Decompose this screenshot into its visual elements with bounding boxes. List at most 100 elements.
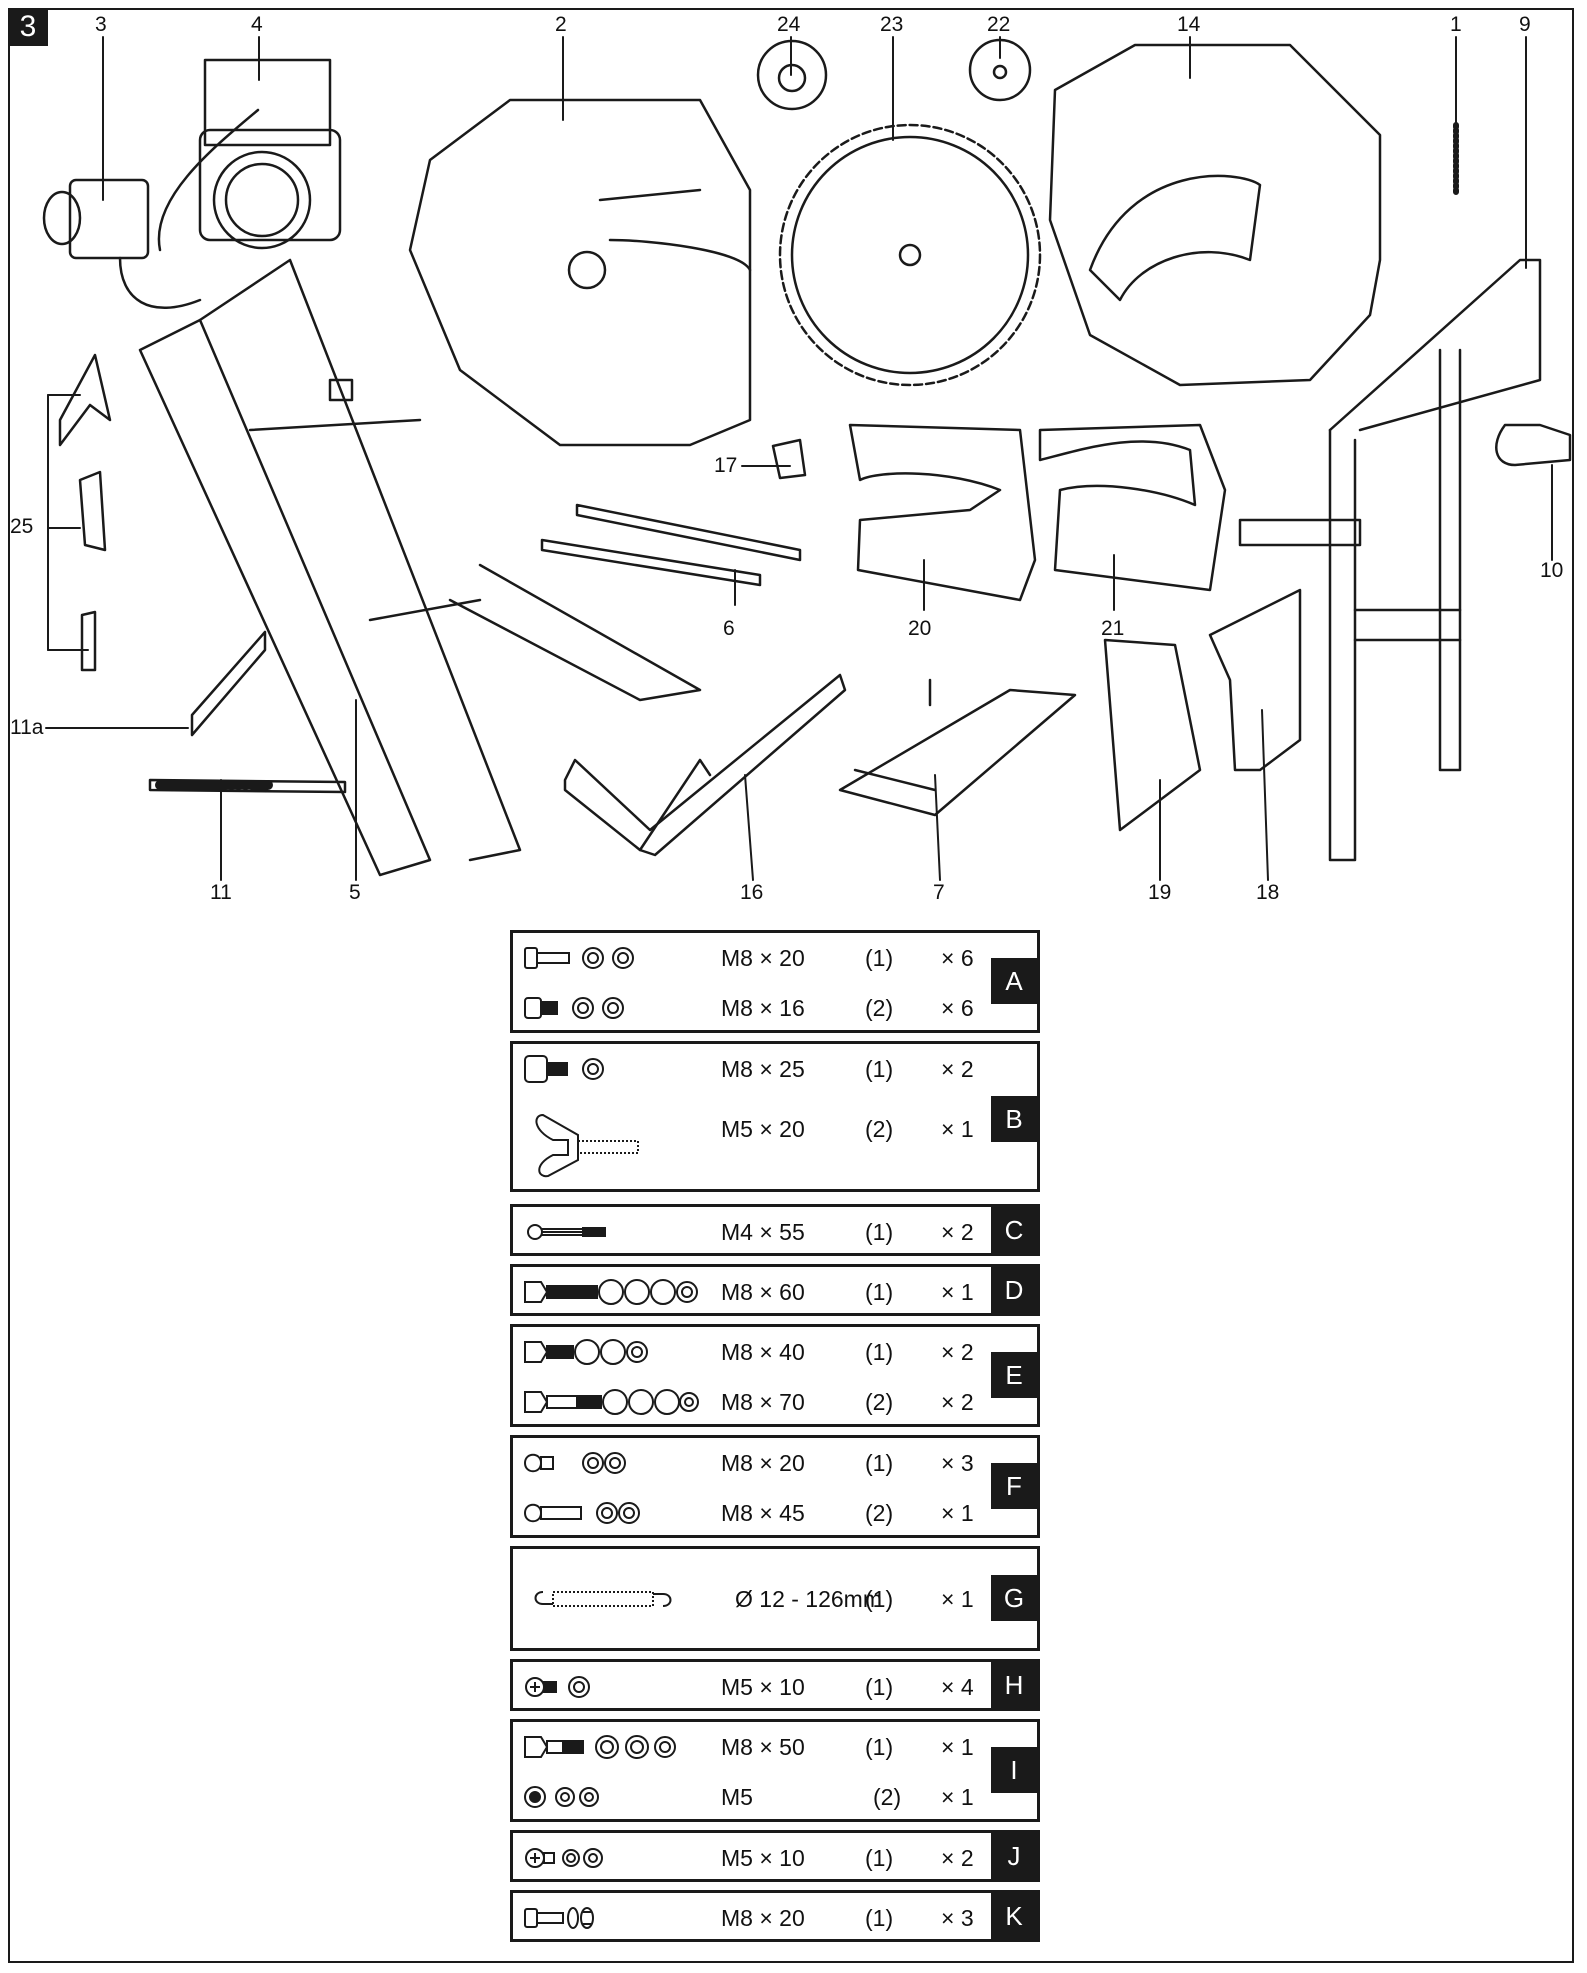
figure-frame — [8, 8, 1574, 1963]
support-part-16 — [563, 673, 847, 857]
pan-screw-washer-nut-icon — [523, 1452, 626, 1474]
hardware-size: M8 × 40 — [721, 1339, 805, 1365]
hardware-position: (2) — [865, 995, 894, 1021]
hardware-position: (1) — [865, 1450, 894, 1476]
carriage-part-7 — [838, 678, 1077, 817]
hardware-position: (2) — [873, 1784, 902, 1810]
hardware-group-k: M8 × 20 (1) × 3 K — [510, 1890, 1040, 1942]
hardware-quantity: × 2 — [941, 1339, 974, 1365]
hardware-size: M8 × 60 — [721, 1279, 805, 1305]
hardware-size: M8 × 45 — [721, 1500, 805, 1526]
cross-screw-washer-icon — [525, 1676, 590, 1698]
washer-part-22 — [968, 38, 1032, 102]
part-label: 25 — [10, 515, 34, 538]
guard-insert-part-20 — [848, 423, 1037, 602]
hardware-size: Ø 12 - 126mm — [735, 1586, 882, 1612]
bolt-washer-nut-icon — [524, 997, 624, 1019]
switch-part-3 — [42, 178, 202, 310]
hardware-group-c: M4 × 55 (1) × 2 C — [510, 1204, 1040, 1256]
brackets-part-25 — [58, 353, 112, 672]
hardware-quantity: × 3 — [941, 1450, 974, 1476]
hardware-size: M4 × 55 — [721, 1219, 805, 1245]
hardware-position: (1) — [865, 1279, 894, 1305]
hardware-group-a: M8 × 20 (1) × 6 M8 × 16 (2) × 6 A — [510, 930, 1040, 1033]
bolt-washer-nut-icon — [524, 947, 634, 969]
long-screw-icon — [527, 1224, 606, 1240]
hardware-position: (1) — [865, 1905, 894, 1931]
part-label: 11 — [210, 881, 232, 904]
leader-lines — [45, 36, 1553, 881]
part-label: 20 — [908, 617, 932, 640]
part-label: 1 — [1450, 13, 1462, 36]
hardware-position: (1) — [865, 1219, 894, 1245]
hardware-quantity: × 1 — [941, 1500, 974, 1526]
hex-bolt-washers-icon — [524, 1735, 676, 1759]
part-label: 19 — [1148, 881, 1172, 904]
hardware-size: M8 × 50 — [721, 1734, 805, 1760]
part-label: 5 — [349, 881, 361, 904]
cover-part-19 — [1103, 638, 1202, 832]
hardware-position: (1) — [865, 1586, 894, 1612]
hardware-quantity: × 1 — [941, 1734, 974, 1760]
hardware-key: F — [991, 1463, 1037, 1509]
hardware-size: M8 × 20 — [721, 945, 805, 971]
hardware-group-e: M8 × 40 (1) × 2 M8 × 70 (2) × 2 E — [510, 1324, 1040, 1427]
table-frame-part-9 — [1238, 258, 1542, 862]
saw-frame-part-5 — [138, 258, 702, 877]
figure-number: 3 — [8, 8, 48, 46]
hardware-quantity: × 2 — [941, 1389, 974, 1415]
hardware-group-b: M8 × 25 (1) × 2 M5 × 20 (2) × 1 B — [510, 1041, 1040, 1192]
hardware-size: M8 × 70 — [721, 1389, 805, 1415]
cross-screw-washers-icon — [525, 1848, 603, 1868]
part-label: 7 — [933, 881, 945, 904]
hardware-quantity: × 2 — [941, 1056, 974, 1082]
hardware-group-g: Ø 12 - 126mm (1) × 1 G — [510, 1546, 1040, 1651]
hardware-size: M5 × 10 — [721, 1845, 805, 1871]
hardware-quantity: × 6 — [941, 995, 974, 1021]
hardware-key: I — [991, 1747, 1037, 1793]
hardware-size: M8 × 25 — [721, 1056, 805, 1082]
hardware-position: (2) — [865, 1500, 894, 1526]
rod-spring-part-11 — [148, 778, 347, 794]
cover-part-18 — [1208, 588, 1302, 772]
hardware-group-j: M5 × 10 (1) × 2 J — [510, 1830, 1040, 1882]
hex-bolt-washers-icon — [524, 1339, 648, 1365]
exploded-parts-drawing — [42, 36, 1572, 881]
wing-screw-icon — [535, 1113, 639, 1178]
part-label: 24 — [777, 13, 801, 36]
hardware-position: (1) — [865, 1674, 894, 1700]
plate-part-11a — [190, 630, 267, 737]
part-label: 22 — [987, 13, 1011, 36]
hardware-quantity: × 4 — [941, 1674, 974, 1700]
hardware-key: B — [991, 1096, 1037, 1142]
hardware-group-f: M8 × 20 (1) × 3 M8 × 45 (2) × 1 F — [510, 1435, 1040, 1538]
clip-part-17 — [771, 438, 807, 480]
part-label: 14 — [1177, 13, 1201, 36]
hardware-group-h: M5 × 10 (1) × 4 H — [510, 1659, 1040, 1711]
hardware-position: (1) — [865, 1845, 894, 1871]
guard-insert-part-21 — [1038, 423, 1227, 592]
saw-blade-part-23 — [778, 123, 1042, 387]
hardware-position: (1) — [865, 1056, 894, 1082]
part-label: 17 — [714, 454, 738, 477]
part-label: 23 — [880, 13, 904, 36]
hardware-position: (2) — [865, 1116, 894, 1142]
pan-screw-washer-nut-icon — [523, 1502, 640, 1524]
flange-part-24 — [756, 39, 828, 111]
part-label: 16 — [740, 881, 764, 904]
hardware-key: A — [991, 958, 1037, 1004]
socket-screw-nut-icon — [524, 1055, 604, 1083]
hardware-position: (1) — [865, 1734, 894, 1760]
hardware-key: J — [991, 1833, 1037, 1879]
hardware-group-d: M8 × 60 (1) × 1 D — [510, 1264, 1040, 1316]
hardware-key: H — [991, 1662, 1037, 1708]
part-label: 11a — [10, 716, 44, 739]
part-label: 18 — [1256, 881, 1280, 904]
hardware-key: K — [991, 1893, 1037, 1939]
hardware-quantity: × 2 — [941, 1845, 974, 1871]
part-label: 6 — [723, 617, 735, 640]
hardware-quantity: × 1 — [941, 1116, 974, 1142]
rails-part-6 — [540, 503, 802, 587]
hardware-quantity: × 1 — [941, 1586, 974, 1612]
part-label: 10 — [1540, 559, 1564, 582]
